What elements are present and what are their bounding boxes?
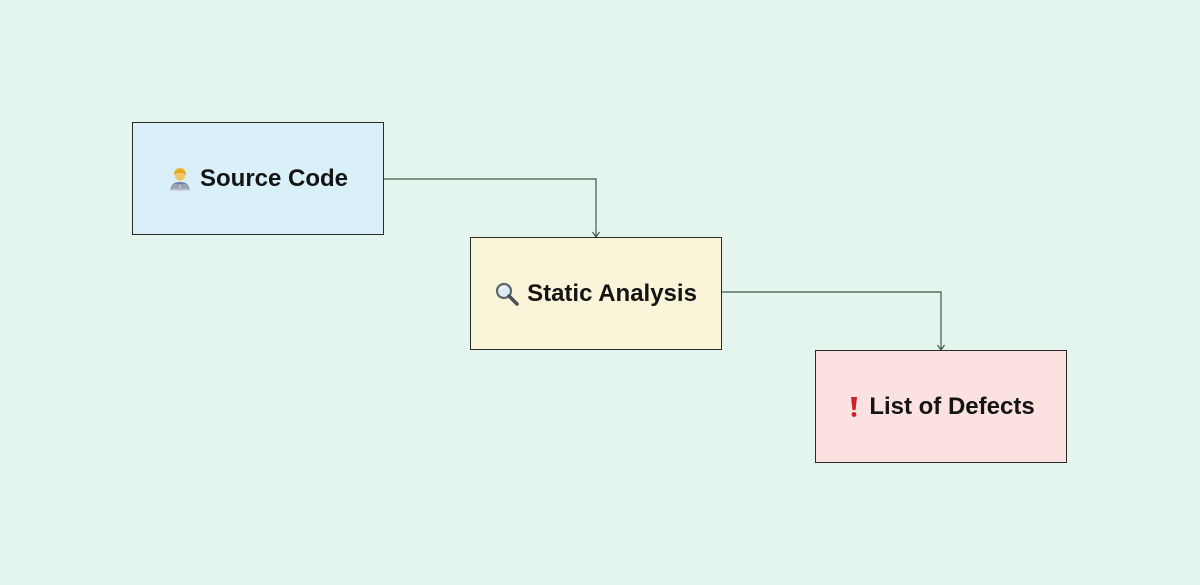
node-label: List of Defects — [869, 392, 1035, 420]
node-list-of-defects: List of Defects — [815, 350, 1067, 463]
node-label: Source Code — [199, 164, 349, 192]
technologist-icon — [168, 167, 192, 191]
edge-analysis-to-defects — [722, 291, 945, 352]
magnifying-glass-icon — [495, 282, 519, 306]
node-label: Static Analysis — [527, 279, 697, 307]
node-static-analysis: Static Analysis — [470, 237, 722, 350]
node-source-code: Source Code — [132, 122, 384, 235]
exclamation-icon — [847, 395, 861, 419]
edge-source-to-analysis — [384, 178, 600, 239]
